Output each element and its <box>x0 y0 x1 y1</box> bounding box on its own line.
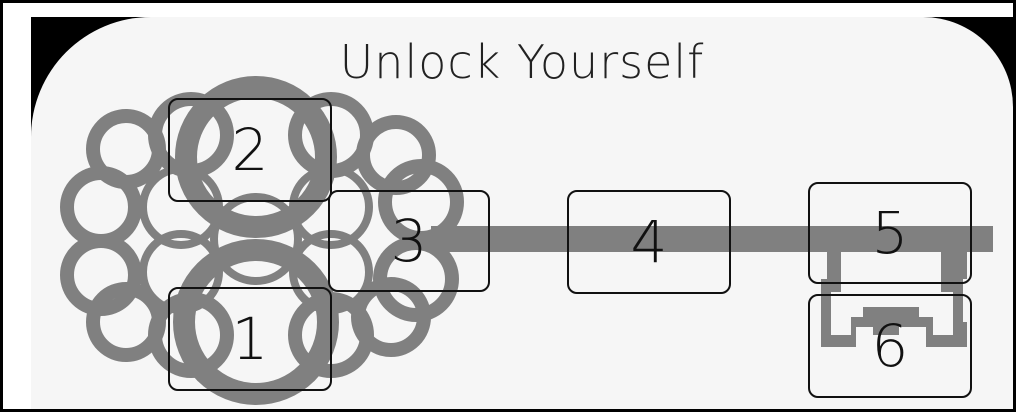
key-shaft <box>431 226 993 252</box>
slot-2-label: 2 <box>231 116 269 184</box>
slot-1-label: 1 <box>231 305 269 373</box>
slot-5-label: 5 <box>871 199 909 267</box>
slot-4[interactable]: 4 <box>567 190 731 294</box>
key-bit <box>821 249 967 347</box>
bow-ring-circle <box>351 277 431 357</box>
slot-1[interactable]: 1 <box>168 287 332 391</box>
bow-ring-circle <box>60 166 142 248</box>
slot-6[interactable]: 6 <box>808 294 972 398</box>
bow-bottom-ring <box>173 239 339 405</box>
slot-6-label: 6 <box>871 312 909 380</box>
slot-3-label: 3 <box>390 207 428 275</box>
game-title: Unlock Yourself <box>339 35 705 89</box>
bow-inner-circle <box>210 193 302 285</box>
bow-ring-circle <box>356 115 436 195</box>
game-panel: Unlock Yourself <box>31 17 1013 409</box>
slot-3[interactable]: 3 <box>328 190 490 292</box>
bow-top-ring <box>175 76 337 238</box>
slot-2[interactable]: 2 <box>168 98 332 202</box>
slot-4-label: 4 <box>630 208 668 276</box>
slot-5[interactable]: 5 <box>808 182 972 284</box>
game-board: Unlock Yourself <box>31 17 1013 409</box>
